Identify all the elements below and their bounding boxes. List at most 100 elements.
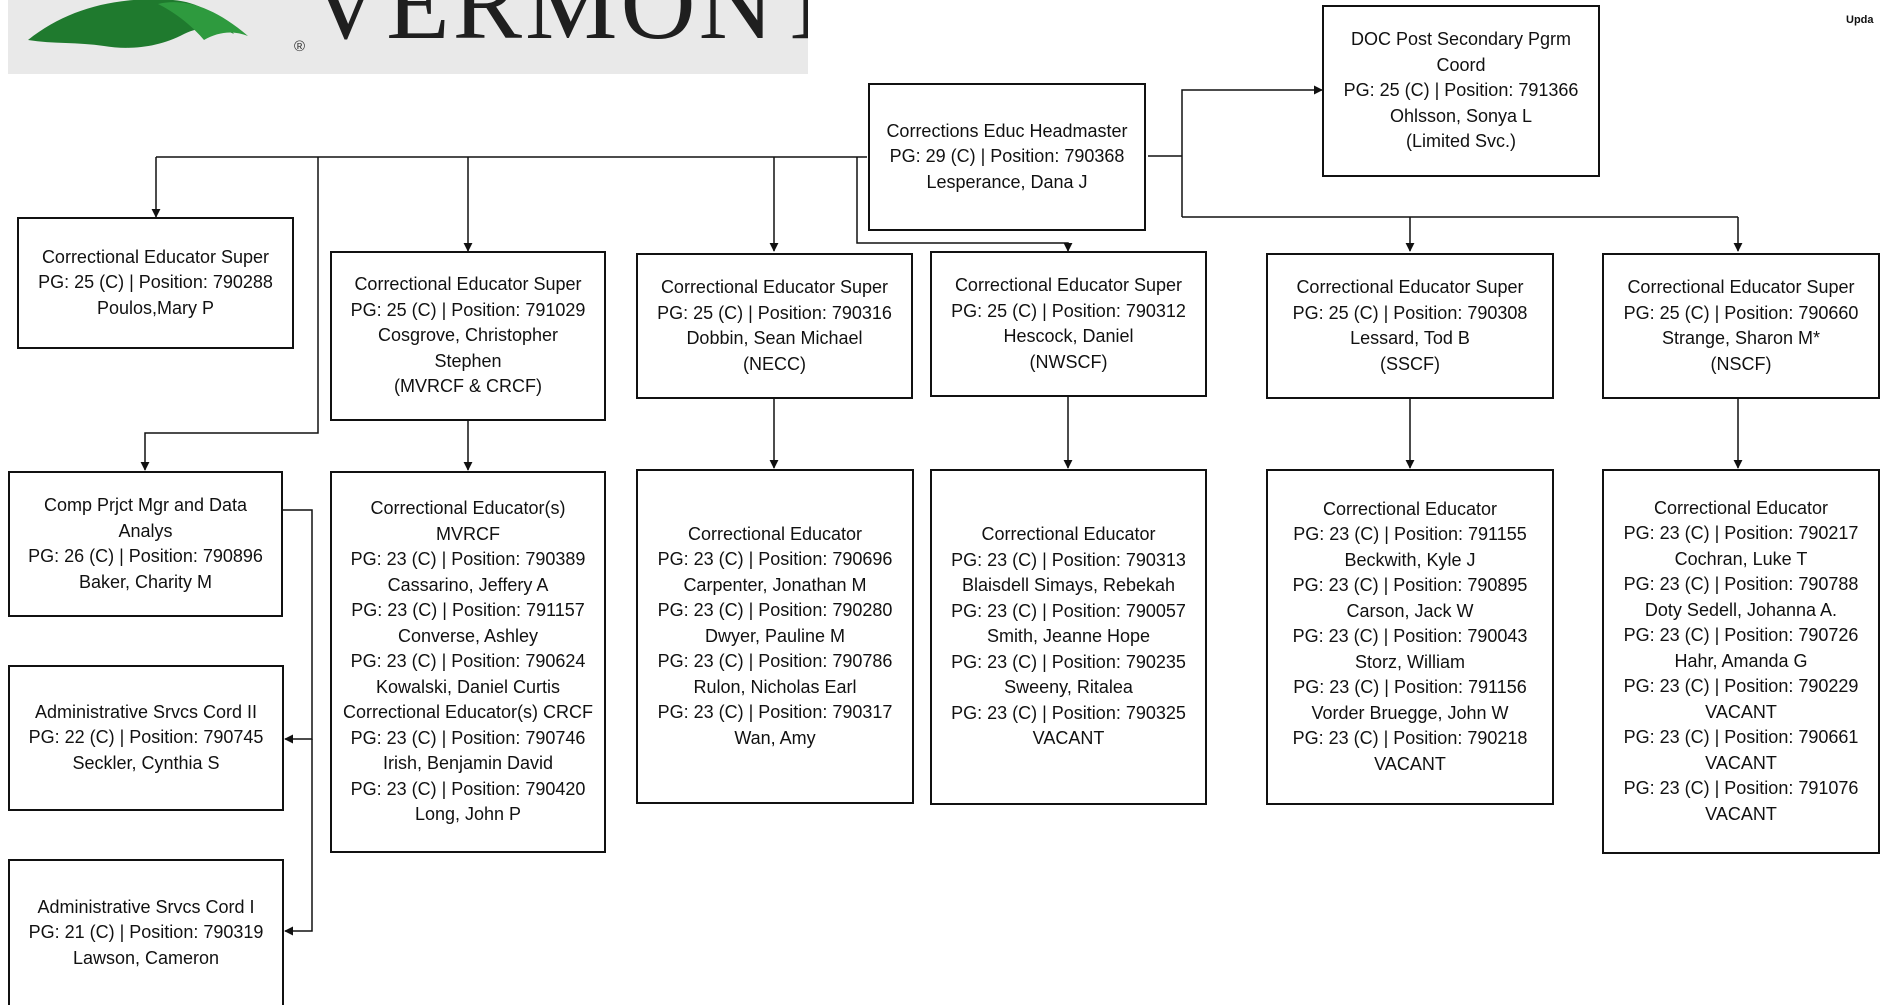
supervisor-title: Correctional Educator Super — [660, 277, 889, 297]
staff-title-cont: Analys — [118, 520, 173, 541]
educator-name: Cochran, Luke T — [1674, 548, 1808, 569]
vermont-logo: ® VERMONT — [8, 0, 808, 74]
supervisor-facility: (NSCF) — [1710, 353, 1772, 374]
staff-box-baker: Comp Prjct Mgr and Data Analys PG: 26 (C… — [8, 471, 283, 617]
educator-position: PG: 23 (C) | Position: 790661 — [1623, 727, 1859, 748]
staff-position: PG: 26 (C) | Position: 790896 — [28, 546, 263, 566]
supervisor-name: Poulos,Mary P — [96, 297, 215, 318]
supervisor-facility: (NWSCF) — [1029, 351, 1108, 372]
educator-name: Dwyer, Pauline M — [704, 625, 846, 646]
coord-name: Ohlsson, Sonya L — [1389, 105, 1533, 126]
educator-name: Beckwith, Kyle J — [1344, 549, 1476, 570]
coord-title: DOC Post Secondary Pgrm — [1350, 29, 1572, 50]
educator-name: Carpenter, Jonathan M — [683, 574, 867, 595]
educator-name: Carson, Jack W — [1346, 600, 1474, 621]
staff-position: PG: 22 (C) | Position: 790745 — [28, 727, 264, 748]
supervisor-name: Dobbin, Sean Michael — [686, 328, 863, 348]
educator-name: VACANT — [1374, 753, 1446, 774]
headmaster-position: PG: 29 (C) | Position: 790368 — [889, 146, 1125, 167]
supervisor-facility: (SSCF) — [1380, 353, 1440, 374]
educator-position: PG: 23 (C) | Position: 790696 — [657, 549, 893, 570]
coord-note: (Limited Svc.) — [1405, 131, 1517, 152]
educator-position: PG: 23 (C) | Position: 790788 — [1623, 574, 1859, 595]
educator-position: PG: 23 (C) | Position: 790389 — [350, 549, 586, 570]
supervisor-box-lessard: Correctional Educator Super PG: 25 (C) |… — [1266, 253, 1554, 399]
educator-name: Vorder Bruegge, John W — [1311, 702, 1509, 723]
educator-position: PG: 23 (C) | Position: 790229 — [1623, 676, 1859, 697]
educator-name: Blaisdell Simays, Rebekah — [961, 575, 1176, 596]
staff-position: PG: 21 (C) | Position: 790319 — [28, 922, 264, 943]
educators-box-necc: Correctional Educator PG: 23 (C) | Posit… — [636, 469, 914, 804]
supervisor-position: PG: 25 (C) | Position: 791029 — [350, 299, 586, 320]
staff-name: Baker, Charity M — [78, 571, 213, 592]
supervisor-position: PG: 25 (C) | Position: 790288 — [38, 272, 273, 293]
supervisor-position: PG: 25 (C) | Position: 790660 — [1623, 302, 1859, 323]
educator-position: PG: 23 (C) | Position: 790317 — [657, 702, 893, 723]
headmaster-name: Lesperance, Dana J — [926, 171, 1088, 192]
educator-position: PG: 23 (C) | Position: 790624 — [350, 651, 586, 672]
educators-box-sscf: Correctional Educator PG: 23 (C) | Posit… — [1266, 469, 1554, 805]
supervisor-title: Correctional Educator Super — [354, 274, 582, 295]
educator-position: PG: 23 (C) | Position: 790043 — [1292, 626, 1528, 647]
supervisor-name: Cosgrove, Christopher — [377, 325, 559, 346]
educator-position: PG: 23 (C) | Position: 790057 — [951, 600, 1186, 621]
supervisor-title: Correctional Educator Super — [41, 246, 270, 267]
educator-position: PG: 23 (C) | Position: 790217 — [1623, 523, 1859, 544]
supervisor-name: Hescock, Daniel — [1003, 326, 1134, 346]
educator-name: Sweeny, Ritalea — [1004, 677, 1133, 698]
educator-position: PG: 23 (C) | Position: 791156 — [1293, 677, 1527, 698]
educator-position: PG: 23 (C) | Position: 791157 — [351, 600, 585, 621]
supervisor-facility: (MVRCF & CRCF) — [394, 376, 542, 397]
post-secondary-coord-box: DOC Post Secondary Pgrm Coord PG: 25 (C)… — [1322, 5, 1600, 177]
supervisor-name: Lessard, Tod B — [1350, 328, 1470, 348]
supervisor-position: PG: 25 (C) | Position: 790308 — [1292, 302, 1528, 323]
staff-title: Administrative Srvcs Cord II — [34, 701, 258, 722]
staff-box-seckler: Administrative Srvcs Cord II PG: 22 (C) … — [8, 665, 284, 811]
staff-title: Comp Prjct Mgr and Data — [43, 495, 248, 515]
educator-position: PG: 23 (C) | Position: 790420 — [350, 778, 586, 799]
educator-title: Correctional Educator — [1653, 497, 1829, 518]
staff-title: Administrative Srvcs Cord I — [37, 896, 255, 917]
staff-name: Lawson, Cameron — [72, 947, 220, 968]
headmaster-box: Corrections Educ Headmaster PG: 29 (C) |… — [868, 83, 1146, 231]
educator-position: PG: 23 (C) | Position: 790786 — [657, 651, 893, 672]
educator-name: VACANT — [1705, 752, 1777, 773]
logo-wordmark: VERMONT — [308, 0, 808, 61]
educators-box-nwscf: Correctional Educator PG: 23 (C) | Posit… — [930, 469, 1207, 805]
headmaster-title: Corrections Educ Headmaster — [886, 120, 1128, 141]
educator-name: Storz, William — [1354, 651, 1465, 672]
educator-name: Rulon, Nicholas Earl — [693, 676, 857, 697]
educator-name: Smith, Jeanne Hope — [986, 626, 1151, 647]
supervisor-box-cosgrove: Correctional Educator Super PG: 25 (C) |… — [330, 251, 606, 421]
educator-title: Correctional Educator — [981, 524, 1156, 545]
educator-name: VACANT — [1032, 728, 1105, 749]
educator-name: Kowalski, Daniel Curtis — [375, 676, 561, 697]
supervisor-box-dobbin: Correctional Educator Super PG: 25 (C) |… — [636, 253, 913, 399]
educator-title: Correctional Educator(s) — [370, 498, 566, 519]
educator-name: Converse, Ashley — [397, 625, 539, 646]
coord-position: PG: 25 (C) | Position: 791366 — [1343, 80, 1579, 101]
educator-name: VACANT — [1705, 803, 1777, 824]
educator-position: PG: 23 (C) | Position: 790895 — [1292, 575, 1528, 596]
updated-label: Upda — [1846, 14, 1874, 26]
educator-position: PG: 23 (C) | Position: 790280 — [657, 600, 893, 621]
educators-box-nscf: Correctional Educator PG: 23 (C) | Posit… — [1602, 469, 1880, 854]
coord-title-cont: Coord — [1436, 54, 1486, 75]
green-mountain-leaf-icon — [28, 0, 248, 48]
supervisor-position: PG: 25 (C) | Position: 790316 — [657, 302, 892, 323]
educator-position: PG: 23 (C) | Position: 790325 — [951, 702, 1186, 723]
educators-box-mvrcf-crcf: Correctional Educator(s) MVRCF PG: 23 (C… — [330, 471, 606, 853]
supervisor-facility: (NECC) — [743, 353, 806, 374]
educator-name: Hahr, Amanda G — [1674, 650, 1808, 671]
supervisor-title: Correctional Educator Super — [1627, 277, 1855, 297]
staff-box-lawson: Administrative Srvcs Cord I PG: 21 (C) |… — [8, 859, 284, 1005]
educator-position: PG: 23 (C) | Position: 790313 — [951, 549, 1186, 570]
educator-name: Long, John P — [414, 804, 522, 825]
educator-name: Doty Sedell, Johanna A. — [1644, 599, 1838, 620]
educator-facility: MVRCF — [436, 523, 500, 544]
educator-position: PG: 23 (C) | Position: 790218 — [1292, 728, 1528, 749]
educator-title: Correctional Educator — [687, 523, 863, 544]
supervisor-name: Strange, Sharon M* — [1661, 328, 1821, 348]
supervisor-name-cont: Stephen — [434, 350, 502, 371]
